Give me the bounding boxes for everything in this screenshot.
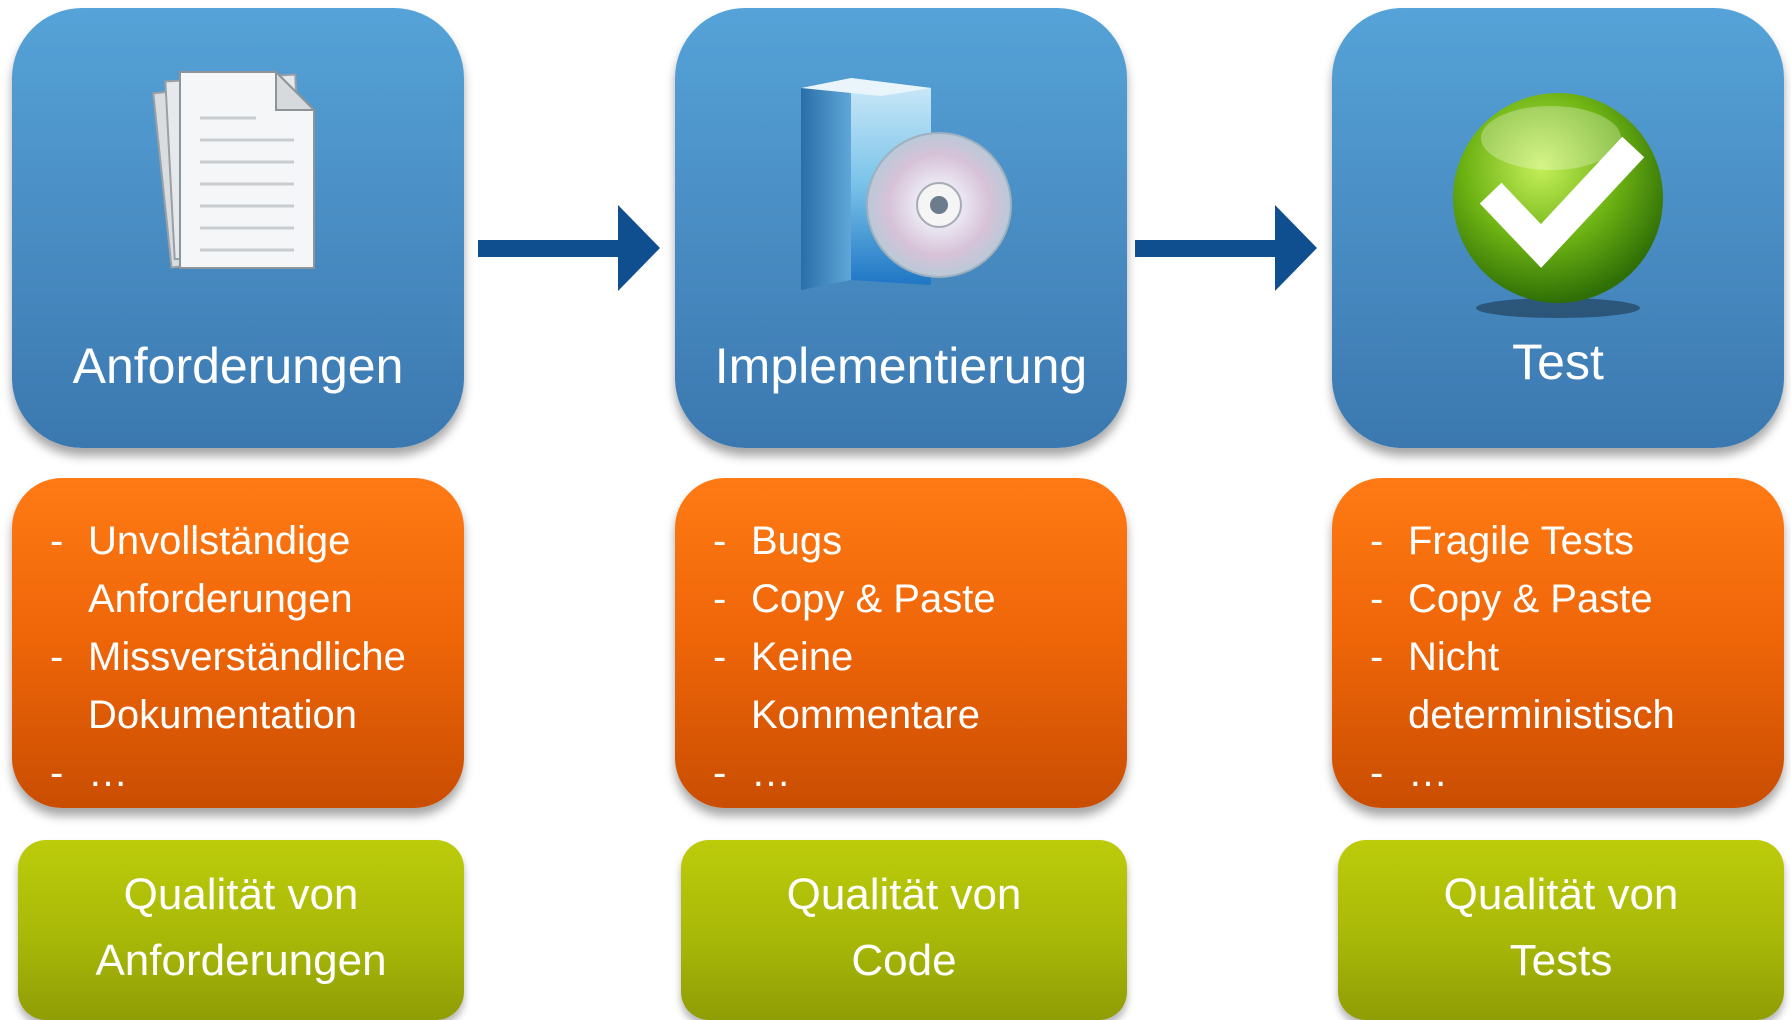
list-item: -Fragile Tests [1370,519,1635,563]
stage-box-implementation: Implementierung [675,8,1127,448]
stage-box-test: Test [1332,8,1784,448]
software-box-cd-icon [781,70,1021,305]
green-checkmark-icon [1443,86,1673,331]
list-item: -Copy & Paste [1370,577,1653,621]
arrow-right-icon [1135,205,1317,291]
list-item: -… [1370,751,1448,795]
stage-title: Anforderungen [72,338,404,394]
stage-title: Implementierung [714,338,1088,394]
stage-box-requirements: Anforderungen [12,8,464,448]
stage-title: Test [1512,334,1604,390]
list-item: -… [713,751,791,795]
list-item: -Bugs [713,519,843,563]
arrow-right-icon [478,205,660,291]
document-icon [148,58,328,283]
list-item: -… [50,751,128,795]
list-item: -Copy & Paste [713,577,996,621]
